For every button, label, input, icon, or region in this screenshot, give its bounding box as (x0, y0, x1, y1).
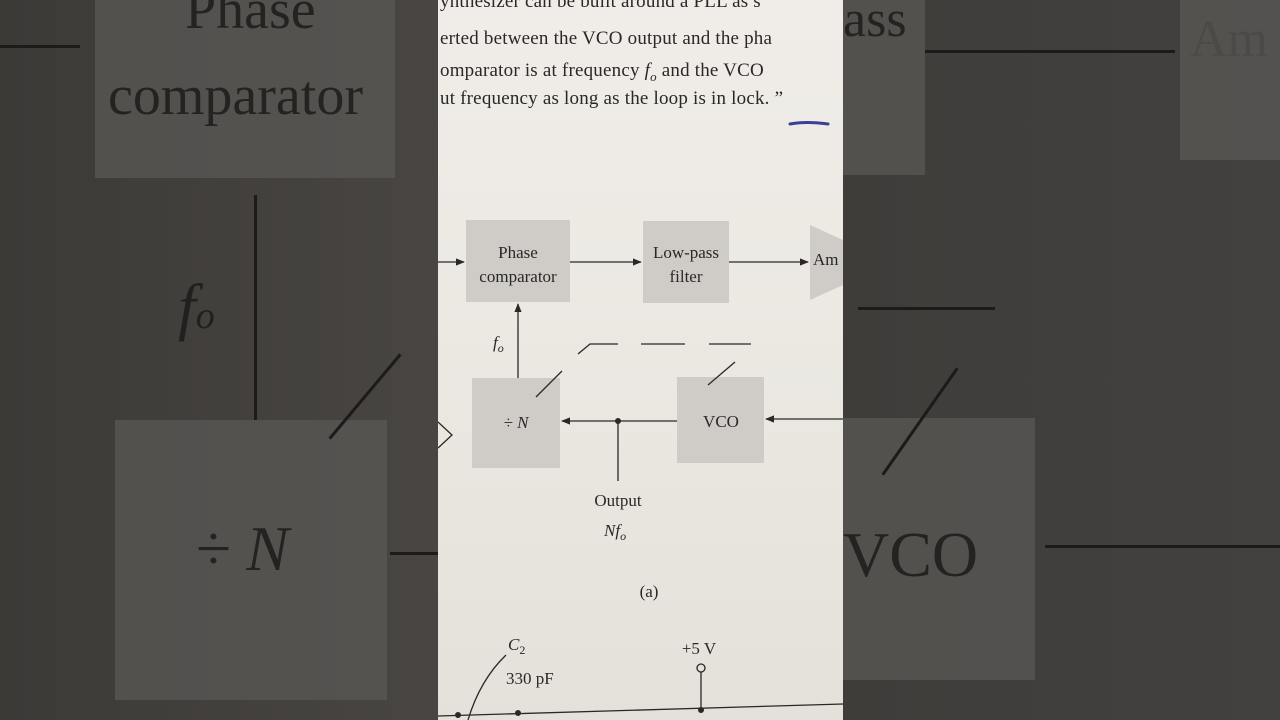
low-pass-label-2: filter (669, 267, 702, 286)
vco-label: VCO (703, 412, 739, 431)
pen-mark (788, 121, 830, 126)
pll-block-diagram: Phase comparator Low-pass filter Am ÷ N … (438, 121, 843, 720)
bg-vco-word: VCO (843, 519, 979, 590)
output-frequency-label: Nfo (603, 521, 626, 543)
bg-arrow-vco (1045, 545, 1280, 548)
bg-phase-word: Phase (185, 0, 316, 41)
bus-node-1 (455, 712, 461, 718)
figure-caption: (a) (640, 582, 659, 601)
low-pass-label-1: Low-pass (653, 243, 719, 262)
capacitor-lead (467, 654, 507, 720)
feedback-frequency-label: fo (493, 333, 504, 355)
bus-node-3 (698, 707, 704, 713)
supply-label: +5 V (682, 639, 717, 658)
text-line-2: erted between the VCO output and the pha (440, 28, 773, 49)
text-line-1: ynthesizer can be built around a PLL as … (440, 0, 761, 12)
bg-vertical-wire (254, 195, 257, 420)
supply-terminal (696, 663, 706, 673)
phase-comparator-label-1: Phase (498, 243, 538, 262)
bg-arrow-left (0, 45, 80, 48)
bg-dash-right (858, 307, 995, 310)
amplifier-label: Am (813, 250, 839, 269)
bg-arrow-mid-left (390, 552, 438, 555)
phase-comparator-block (466, 220, 570, 302)
bg-amp-shape (1180, 0, 1280, 160)
bg-freq-f: fo (178, 271, 215, 342)
output-label: Output (594, 491, 642, 510)
text-line-3: omparator is at frequency fo and the VCO (440, 60, 764, 84)
bottom-bus-wire (438, 703, 843, 717)
bg-divider-block (115, 420, 387, 700)
vco-slash (707, 361, 736, 386)
phase-comparator-label-2: comparator (479, 267, 557, 286)
bg-vco-block (843, 418, 1035, 680)
divider-slash (535, 370, 563, 398)
dashed-line (577, 343, 751, 355)
amplifier-triangle (810, 225, 843, 300)
low-pass-filter-block (643, 221, 729, 303)
bg-ass-word: ass (843, 0, 907, 48)
left-edge-arrow (438, 421, 453, 449)
bg-phase-comparator-block (95, 0, 395, 178)
bg-divider-word: ÷ N (195, 513, 289, 584)
bg-comparator-word: comparator (108, 65, 363, 127)
divider-label: ÷ N (504, 413, 531, 432)
vco-block (677, 377, 764, 463)
capacitor-name: C2 (508, 635, 525, 657)
bus-node-2 (515, 710, 521, 716)
capacitor-value: 330 pF (506, 669, 554, 688)
text-line-4: ut frequency as long as the loop is in l… (440, 88, 784, 109)
bg-lowpass-block (843, 0, 925, 175)
textbook-page: ynthesizer can be built around a PLL as … (438, 0, 843, 720)
divider-block (472, 378, 560, 468)
bg-arrow-right (925, 50, 1175, 53)
